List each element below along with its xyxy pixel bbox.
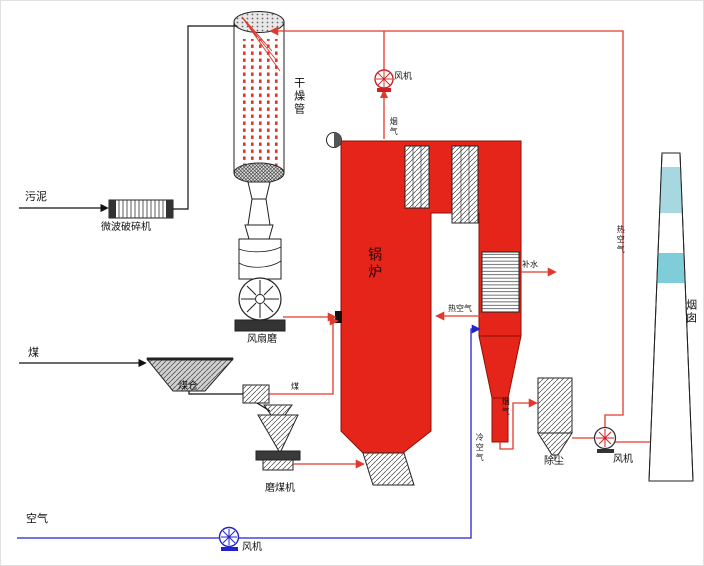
material-lines (19, 25, 271, 412)
ash-boot (362, 452, 415, 486)
hot-air-right-label: 热空气 (616, 225, 626, 255)
cold-air-label: 冷空气 (475, 433, 485, 463)
coal-mill-label: 磨煤机 (265, 483, 295, 494)
spray-lines (241, 16, 281, 72)
drying-tube (233, 11, 285, 200)
sludge-label: 污泥 (25, 191, 47, 203)
fan-icon-right (593, 426, 617, 453)
fan-mill (234, 198, 286, 332)
fan-icon-bottom (218, 526, 240, 551)
air-label: 空气 (26, 513, 48, 525)
hot-air-mid-label: 热空气 (448, 304, 472, 313)
microwave-crusher-label: 微波破碎机 (101, 222, 151, 233)
flue-gas-top-label: 烟气 (389, 117, 399, 137)
drying-tube-label: 干燥管 (292, 77, 305, 116)
flue-gas-mid-label: 烟气 (501, 397, 511, 417)
dust-removal-label: 除尘 (544, 456, 564, 467)
fan-top-label: 风机 (394, 71, 413, 81)
microwave-crusher (108, 199, 174, 219)
fan-right-label: 风机 (613, 454, 633, 465)
steam-drum-icon (326, 132, 342, 148)
gas-lines (269, 26, 650, 469)
boiler (326, 132, 522, 486)
fan-icon-top (374, 69, 394, 92)
coal-label: 煤 (28, 347, 39, 359)
fan-bottom-label: 风机 (242, 542, 262, 553)
air-preheater (481, 251, 520, 313)
coal-bunker-label: 煤仓 (178, 381, 198, 392)
dust-collector (537, 377, 573, 461)
fan-mill-label: 风扇磨 (247, 334, 277, 345)
coal-feeder (242, 384, 270, 404)
coal-feed-label: 煤 (291, 382, 299, 391)
superheater-panels (404, 145, 479, 224)
coal-bunker (145, 357, 235, 392)
air-lines (17, 324, 481, 539)
chimney-label: 烟囱 (684, 299, 697, 325)
coal-mill (255, 404, 301, 471)
boiler-label: 锅炉 (367, 247, 384, 281)
makeup-water-label: 补水 (522, 260, 538, 269)
flue-gas-up-arrow (380, 89, 388, 98)
